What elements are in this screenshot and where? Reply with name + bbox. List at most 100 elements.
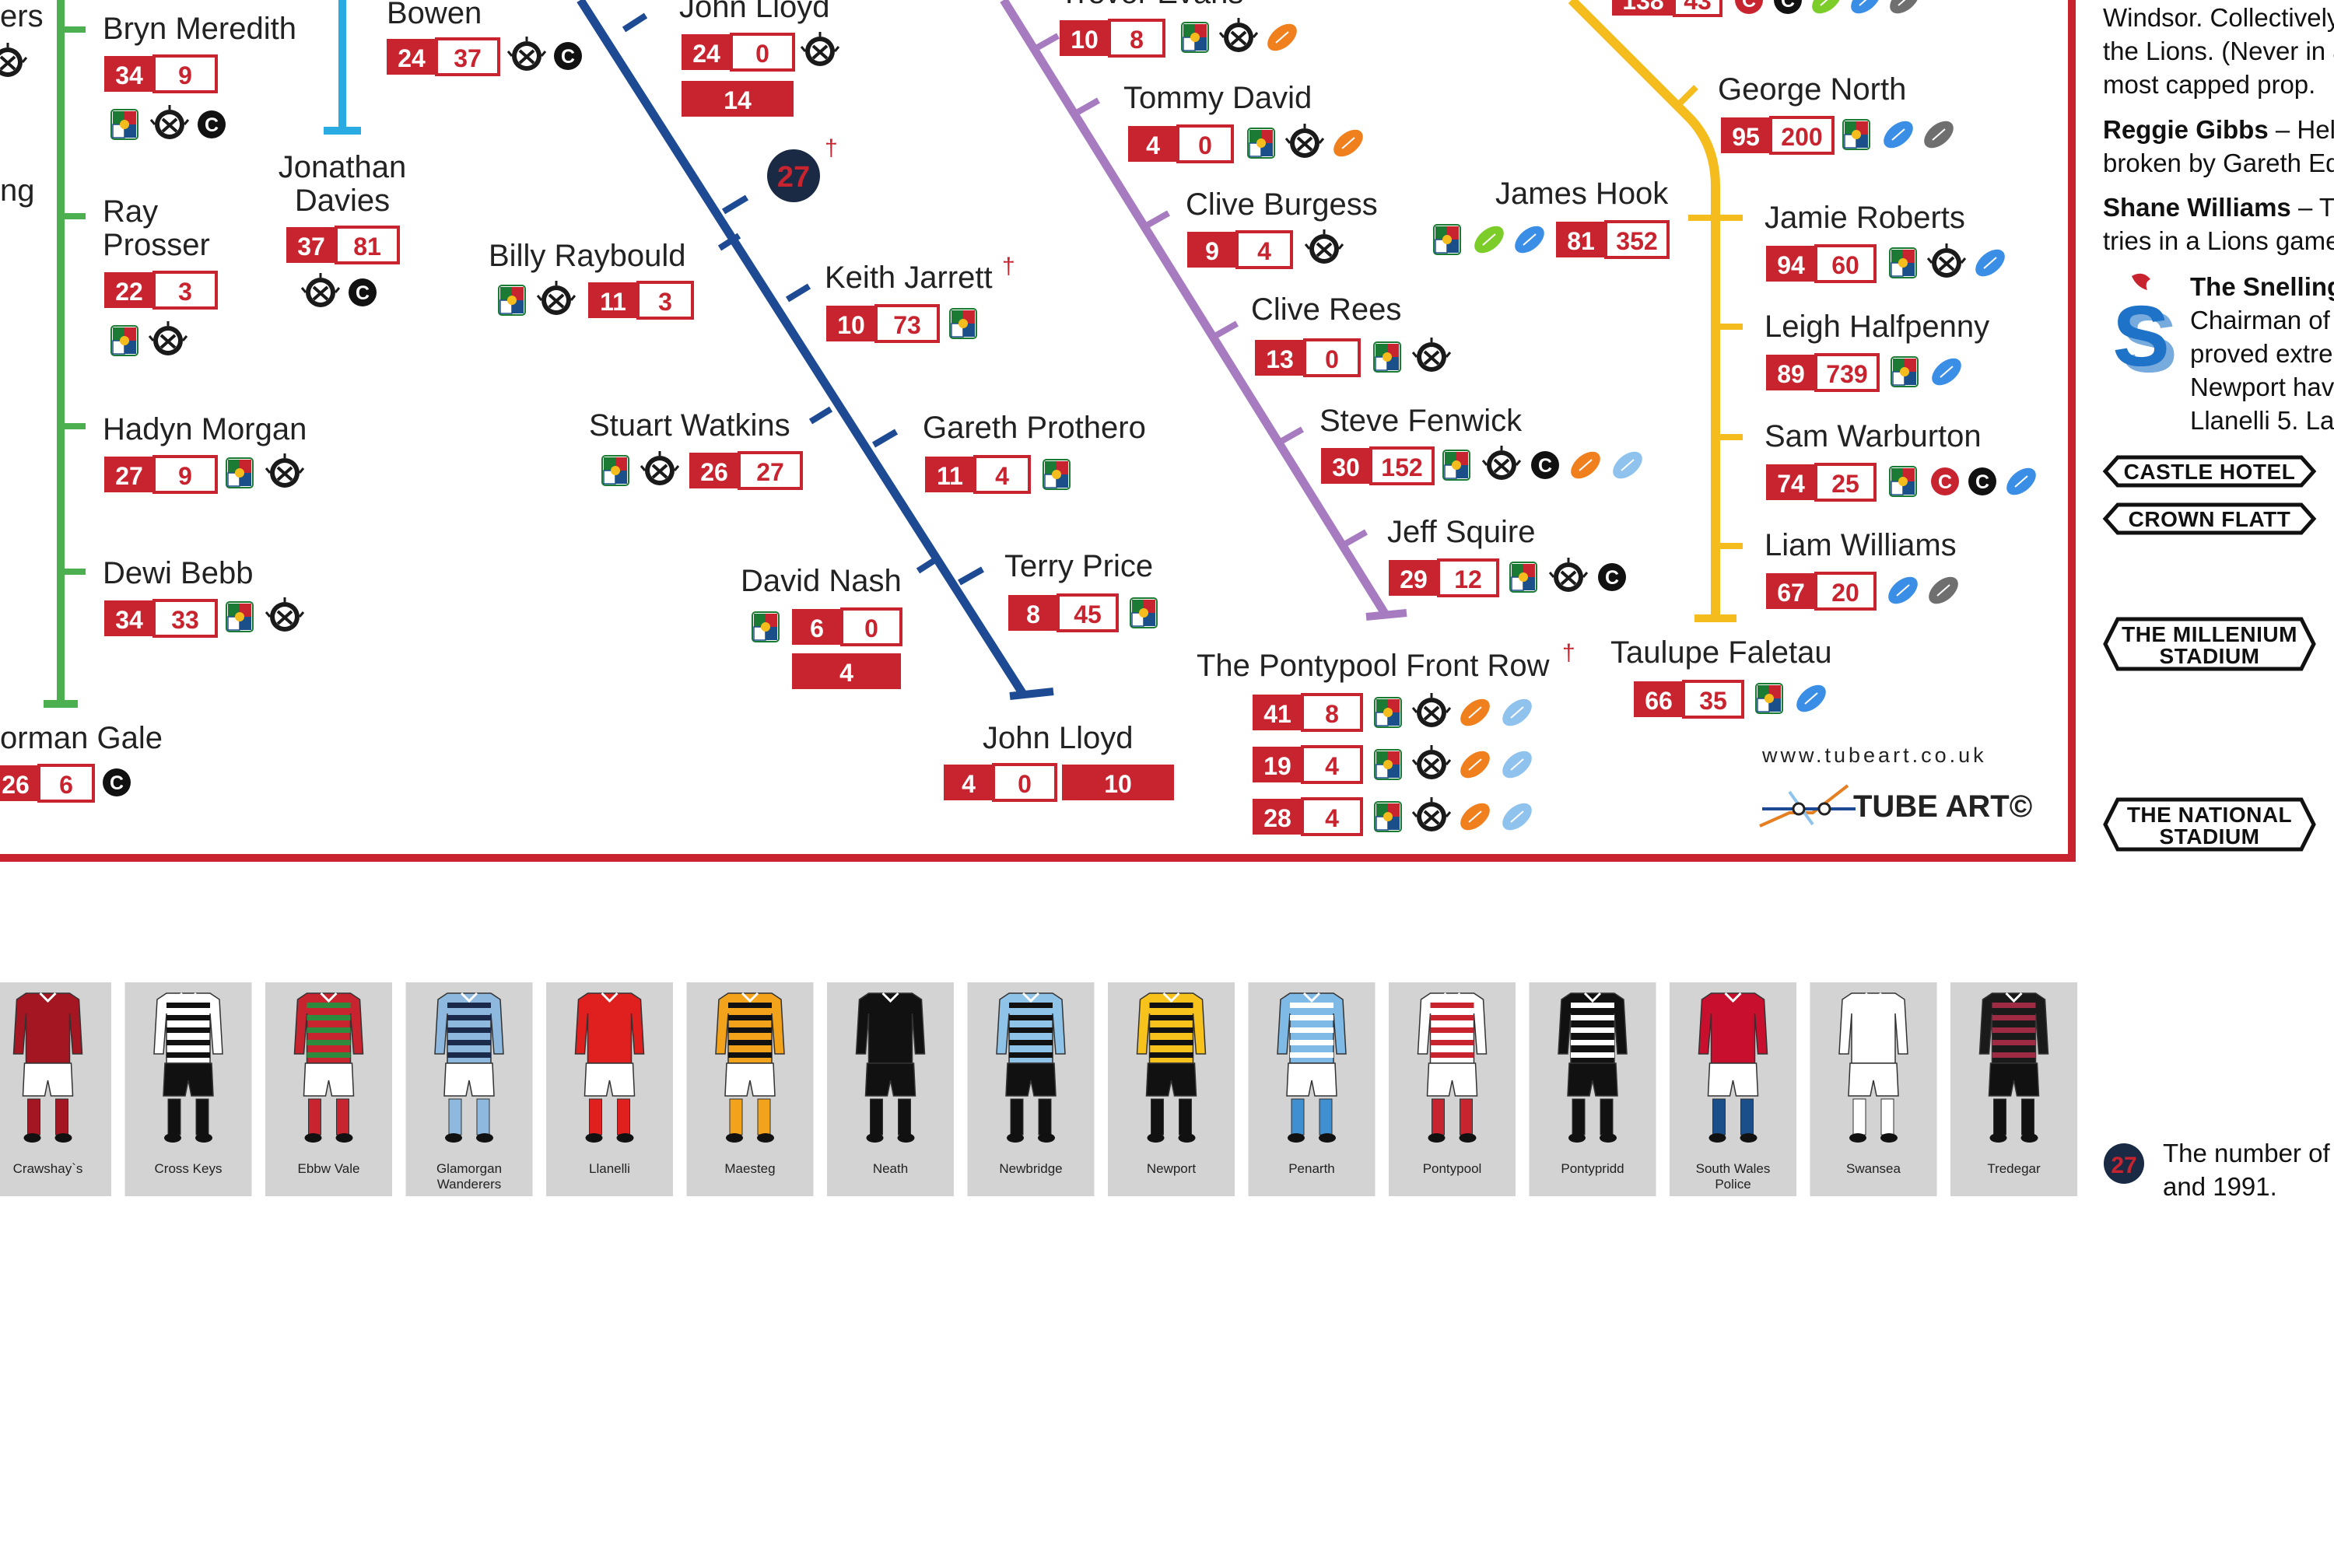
- captain-icon: [198, 110, 226, 138]
- side-text-1: Windsor. Collectively: [2103, 3, 2334, 32]
- station-steve-fenwick: Steve Fenwick: [1319, 404, 1523, 438]
- barbarians-icon: [265, 596, 305, 633]
- shorts-icon: [303, 1062, 355, 1097]
- kit-label: Crawshay`s: [13, 1161, 83, 1176]
- socks-icon: [1568, 1098, 1617, 1143]
- kit-label: Maesteg: [724, 1161, 775, 1176]
- station-sam-warburton: Sam Warburton: [1765, 419, 1982, 453]
- points-value: 6: [59, 771, 73, 799]
- station-liam-williams: Liam Williams: [1765, 528, 1957, 562]
- caps-value: 89: [1777, 360, 1805, 388]
- brand-url: www.tubeart.co.uk: [1761, 744, 1987, 767]
- shirt-icon: [1417, 992, 1488, 1064]
- lions-icon: [1374, 749, 1402, 780]
- socks-icon: [1007, 1098, 1055, 1143]
- socks-icon: [726, 1098, 774, 1143]
- shorts-icon: [163, 1062, 214, 1097]
- stat-box: 11 3: [588, 281, 694, 320]
- kit-label: Tredegar: [1987, 1161, 2041, 1176]
- points-value: 0: [1198, 131, 1212, 159]
- points-value: 4: [995, 462, 1009, 490]
- rugby-ball-lightblue-icon: [1496, 692, 1538, 733]
- captain-red-icon: [1735, 0, 1763, 14]
- lions-icon: [1891, 356, 1919, 387]
- caps-value: 95: [1732, 123, 1760, 151]
- lions-icon: [1374, 697, 1402, 728]
- shirt-icon: [434, 992, 504, 1064]
- station-jonathan-davies-1: Jonathan: [279, 150, 407, 184]
- venue-label: STADIUM: [2160, 824, 2260, 849]
- socks-icon: [866, 1098, 915, 1143]
- barbarians-icon: [640, 450, 680, 487]
- points-value: 200: [1781, 123, 1822, 151]
- socks-icon: [1989, 1098, 2038, 1143]
- caps-value: 10: [837, 311, 865, 339]
- rugby-ball-orange-icon: [1454, 744, 1496, 785]
- caps-value: 34: [115, 606, 143, 634]
- stat-box: 34 33: [104, 599, 218, 638]
- captain-icon: [1968, 467, 1996, 495]
- kit-label: Llanelli: [589, 1161, 630, 1176]
- caps-value: 9: [1205, 237, 1219, 265]
- barbarians-icon: [1926, 242, 1967, 279]
- lions-icon: [110, 325, 138, 356]
- socks-icon: [445, 1098, 493, 1143]
- kit-label: Ebbw Vale: [297, 1161, 359, 1176]
- points-value: 60: [1831, 251, 1859, 279]
- barbarians-icon: [800, 30, 840, 68]
- stat-box: 13 0: [1255, 338, 1361, 377]
- stat-box: 26 6: [0, 764, 95, 803]
- caps-value: 11: [937, 462, 963, 490]
- stat-box: 27 9: [104, 455, 218, 494]
- side-text-2: the Lions. (Never in a: [2103, 37, 2334, 65]
- caps-value: 24: [692, 40, 720, 68]
- barbarians-icon: [300, 271, 341, 309]
- stat-box: 29 12: [1389, 558, 1499, 597]
- station-norman-gale: orman Gale: [0, 721, 163, 755]
- barbarians-icon: [149, 103, 190, 141]
- station-pontypool-front-row: The Pontypool Front Row: [1197, 649, 1550, 683]
- kit-card: Penarth: [1248, 982, 1376, 1196]
- shorts-icon: [1426, 1062, 1478, 1097]
- points-value: 9: [178, 61, 192, 89]
- captain-icon: [554, 42, 582, 70]
- lions-icon: [1755, 683, 1783, 714]
- points-value: 3: [178, 278, 192, 306]
- dagger-mark: †: [1562, 640, 1575, 666]
- points-value: 4: [1325, 752, 1339, 780]
- side-snelling-4: Newport hav: [2190, 373, 2334, 401]
- poster-frame: [0, 0, 2076, 862]
- lions-icon: [1842, 119, 1870, 150]
- shorts-icon: [1286, 1062, 1337, 1097]
- lions-icon: [1442, 450, 1470, 481]
- points-value: 8: [1325, 700, 1339, 728]
- stat-box: 34 9: [104, 54, 218, 93]
- lions-icon: [498, 285, 526, 316]
- shorts-icon: [724, 1062, 776, 1097]
- lions-icon: [1374, 801, 1402, 832]
- venue-label: STADIUM: [2160, 644, 2260, 668]
- shorts-icon: [864, 1062, 916, 1097]
- venue-label: THE MILLENIUM: [2122, 622, 2297, 646]
- caps-value: 4: [1146, 131, 1160, 159]
- legend-count-badge: 27: [2104, 1143, 2144, 1184]
- caps-value: 30: [1332, 453, 1360, 481]
- caps-value: 8: [1026, 600, 1040, 628]
- station-james-hook: James Hook: [1495, 177, 1669, 211]
- rugby-ball-grey-icon: [1922, 570, 1964, 611]
- lions-icon: [1247, 128, 1275, 159]
- shorts-icon: [1988, 1062, 2040, 1097]
- shirt-icon: [153, 992, 223, 1064]
- rugby-ball-blue-icon: [1509, 219, 1551, 260]
- socks-icon: [1288, 1098, 1336, 1143]
- kit-label: Newport: [1147, 1161, 1197, 1176]
- points-value: 3: [658, 288, 672, 316]
- station-jamie-roberts: Jamie Roberts: [1765, 201, 1965, 235]
- venue-millenium-stadium: THE MILLENIUM STADIUM: [2103, 617, 2316, 671]
- stat-box: 24 0 14: [682, 33, 795, 117]
- stat-box: 4 0: [1128, 124, 1234, 163]
